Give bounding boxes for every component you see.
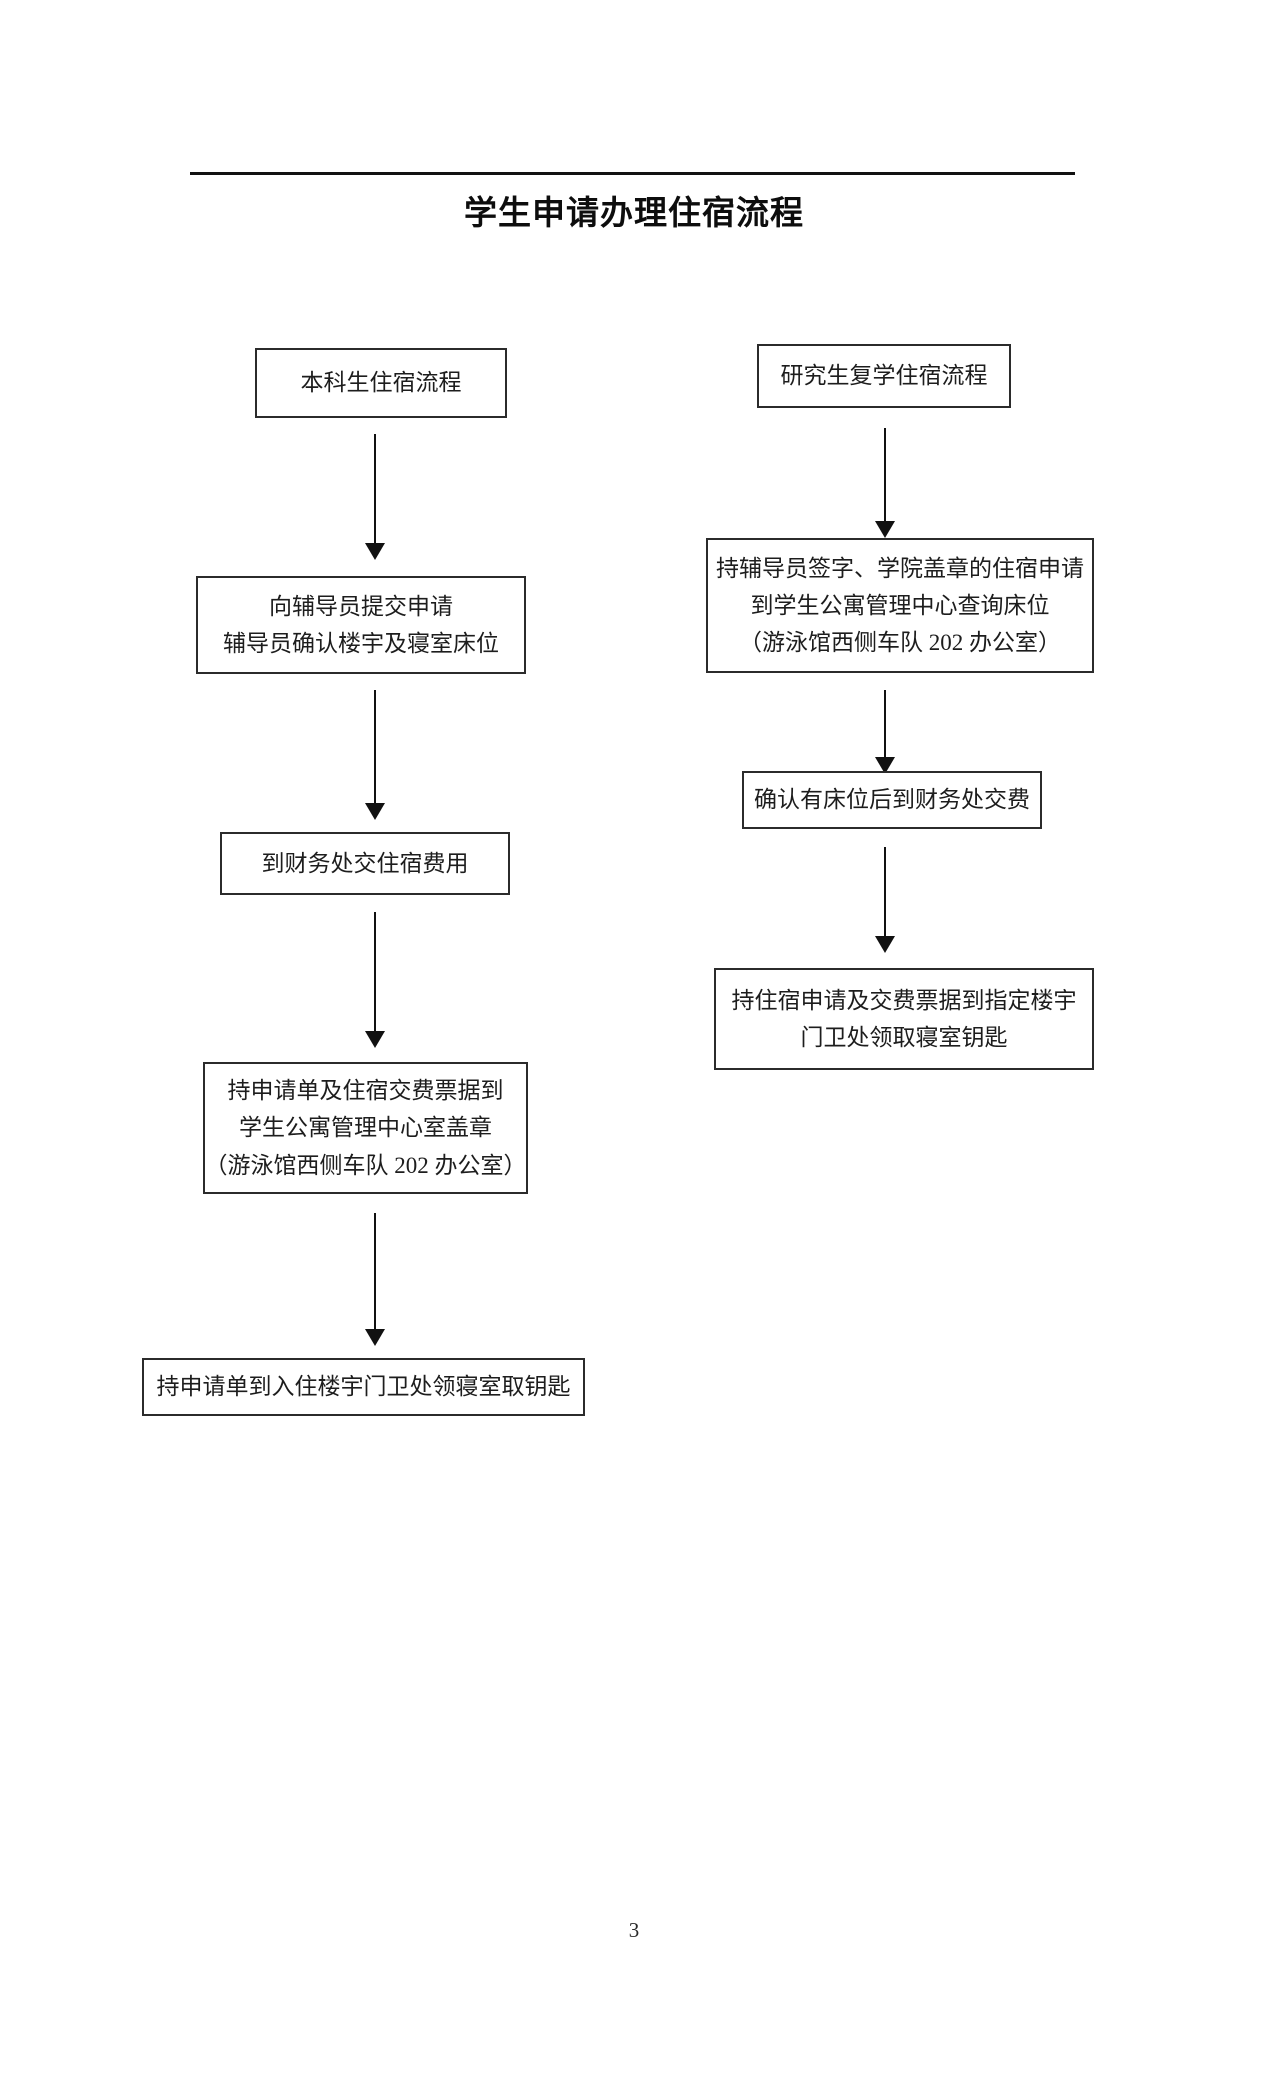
- flow-node-gr-step-1: 持辅导员签字、学院盖章的住宿申请 到学生公寓管理中心查询床位 （游泳馆西侧车队 …: [706, 538, 1094, 673]
- flow-node-line: 到学生公寓管理中心查询床位: [750, 592, 1050, 618]
- flow-node-gr-start: 研究生复学住宿流程: [757, 344, 1011, 408]
- flow-node-line: 持申请单到入住楼宇门卫处领寝室取钥匙: [156, 1374, 571, 1400]
- flow-node-line: 持申请单及住宿交费票据到: [227, 1078, 504, 1104]
- flow-node-line: 辅导员确认楼宇及寝室床位: [223, 631, 499, 656]
- page-title: 学生申请办理住宿流程: [464, 193, 804, 232]
- flow-node-gr-step-3: 持住宿申请及交费票据到指定楼宇 门卫处领取寝室钥匙: [714, 968, 1094, 1070]
- flow-node-line: （游泳馆西侧车队 202 办公室）: [739, 630, 1061, 656]
- flow-node-ug-step-4: 持申请单到入住楼宇门卫处领寝室取钥匙: [142, 1358, 585, 1416]
- flow-node-line: 确认有床位后到财务处交费: [754, 787, 1030, 813]
- flow-node-line: 研究生复学住宿流程: [780, 363, 988, 389]
- header-rule: [190, 172, 1075, 175]
- flow-node-line: 到财务处交住宿费用: [261, 850, 469, 876]
- flow-node-line: 持住宿申请及交费票据到指定楼宇: [731, 987, 1077, 1013]
- flow-node-ug-step-2: 到财务处交住宿费用: [220, 832, 510, 895]
- page-number: 3: [628, 1918, 640, 1942]
- flow-node-line: 持辅导员签字、学院盖章的住宿申请: [716, 555, 1084, 581]
- flow-node-line: （游泳馆西侧车队 202 办公室）: [204, 1152, 527, 1178]
- flow-node-line: 本科生住宿流程: [300, 370, 462, 396]
- flow-node-gr-step-2: 确认有床位后到财务处交费: [742, 771, 1042, 829]
- flow-node-line: 学生公寓管理中心室盖章: [239, 1115, 492, 1141]
- flow-node-line: 门卫处领取寝室钥匙: [800, 1025, 1008, 1050]
- flow-node-ug-start: 本科生住宿流程: [255, 348, 507, 418]
- flow-node-line: 向辅导员提交申请: [269, 593, 453, 619]
- flow-node-ug-step-3: 持申请单及住宿交费票据到 学生公寓管理中心室盖章 （游泳馆西侧车队 202 办公…: [203, 1062, 528, 1194]
- flow-node-ug-step-1: 向辅导员提交申请 辅导员确认楼宇及寝室床位: [196, 576, 526, 674]
